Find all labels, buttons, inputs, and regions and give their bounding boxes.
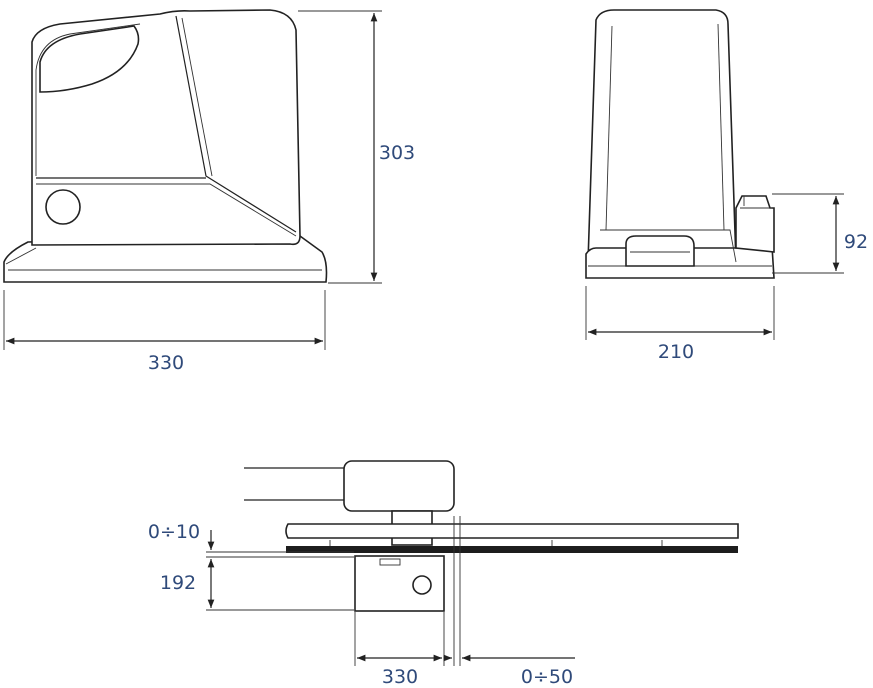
release-knob-top-icon <box>412 575 432 595</box>
side-dimensions: 92 210 <box>585 193 868 363</box>
gate-carriage <box>343 460 455 512</box>
depth-dimension-label: 192 <box>160 572 196 594</box>
base-height-dimension-label: 92 <box>844 231 868 253</box>
side-view <box>585 9 775 279</box>
side-connector-block <box>735 195 775 253</box>
front-cover-dome <box>39 25 140 93</box>
side-width-dimension-label: 210 <box>658 341 694 363</box>
gear-rack <box>286 546 738 553</box>
release-knob-icon <box>45 189 81 225</box>
length-dimension-label: 330 <box>382 666 418 688</box>
side-housing <box>587 9 737 263</box>
front-width-dimension-label: 330 <box>148 352 184 374</box>
gap-dimension-label: 0÷10 <box>148 521 200 543</box>
installation-view <box>244 460 739 666</box>
vent-grille <box>379 558 401 566</box>
front-dimensions: 303 330 <box>3 10 415 374</box>
gate-rail <box>285 523 739 539</box>
offset-dimension-label: 0÷50 <box>521 666 573 688</box>
installation-dimensions: 0÷10 192 330 0÷50 <box>148 521 575 688</box>
side-handle <box>625 235 695 267</box>
front-view <box>3 9 328 283</box>
height-dimension-label: 303 <box>379 142 415 164</box>
